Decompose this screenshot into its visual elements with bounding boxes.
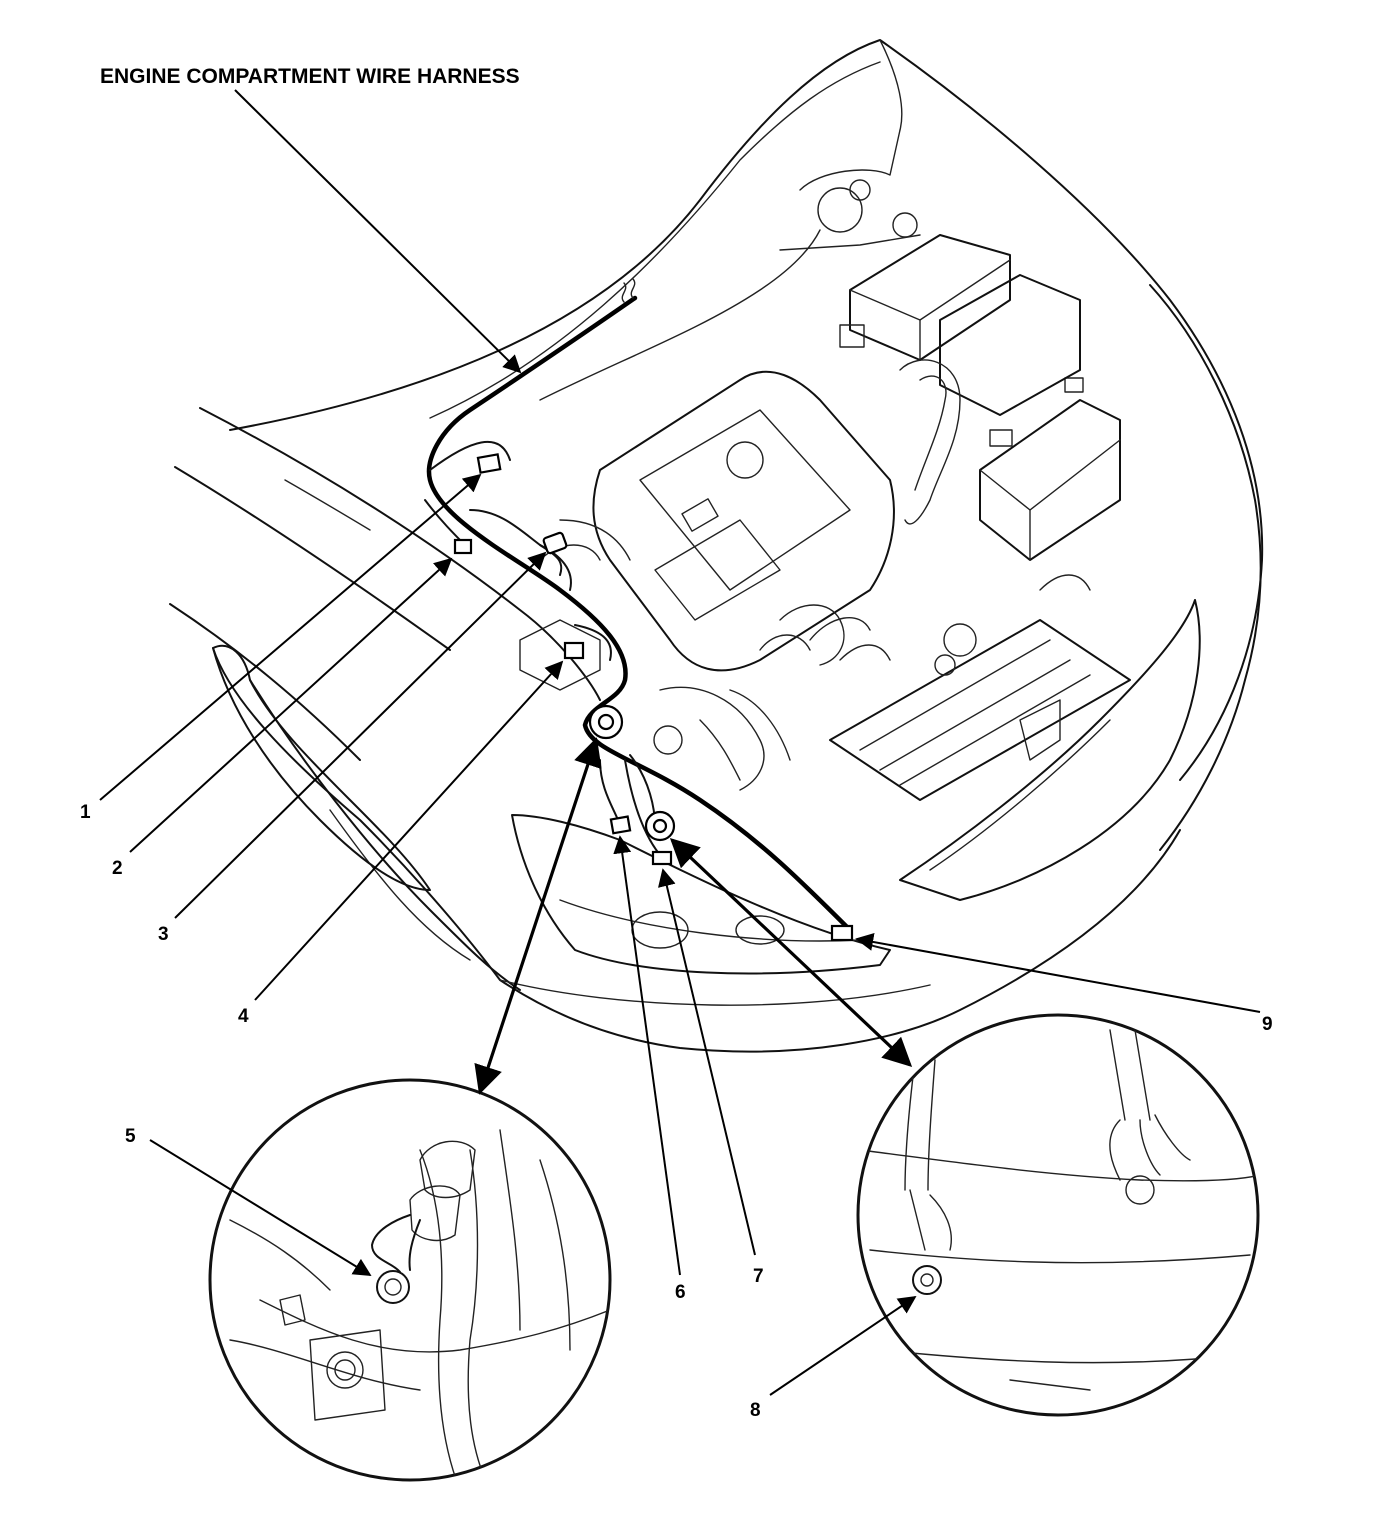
connector-3 [542,531,568,555]
wire-harness [424,278,854,942]
detail-arrow-right [669,838,913,1067]
callout-6: 6 [675,1282,686,1303]
leader-1 [99,473,482,801]
leader-3 [174,551,547,919]
ground-bolt-detail-right [912,1265,942,1295]
front-bumper [212,647,1181,1053]
leader-7 [658,868,756,1256]
connector-4 [563,641,585,660]
callout-3: 3 [158,924,169,945]
callout-8: 8 [750,1400,761,1421]
connector-7 [651,850,673,866]
main-harness [426,295,853,933]
hood-outline [229,39,1264,781]
front-grille [511,814,891,975]
leader-6 [613,835,681,1276]
detail-view-left [208,1078,612,1482]
leader-4 [254,660,564,1001]
leader-9 [855,933,1261,1013]
detail-arrow-left [474,737,602,1095]
leader-2 [129,557,453,853]
connector-2 [453,538,473,555]
vehicle-body [169,39,1264,1053]
connector-9 [830,924,854,942]
leader-title [234,89,522,374]
connector-6 [609,815,632,835]
callout-5: 5 [125,1126,136,1147]
detail-view-right [856,1013,1260,1417]
callout-2: 2 [112,858,123,879]
leader-8 [769,1295,917,1396]
left-fender [199,407,601,701]
harness-break-symbol [621,278,636,303]
engine-cover [592,370,895,672]
connector-1 [476,453,502,474]
leader-lines [99,89,1261,1396]
callout-1: 1 [80,802,91,823]
leader-5 [149,1139,372,1276]
diagram-title: ENGINE COMPARTMENT WIRE HARNESS [100,65,520,88]
callout-9: 9 [1262,1014,1273,1035]
battery [979,399,1121,561]
left-headlight [212,644,431,891]
callout-7: 7 [753,1266,764,1287]
ground-bolt-detail-left [376,1270,410,1304]
callout-4: 4 [238,1006,249,1027]
engine-components [519,129,1131,801]
right-headlight [899,599,1201,901]
ground-bolt-detail-right-upper [1125,1175,1155,1205]
